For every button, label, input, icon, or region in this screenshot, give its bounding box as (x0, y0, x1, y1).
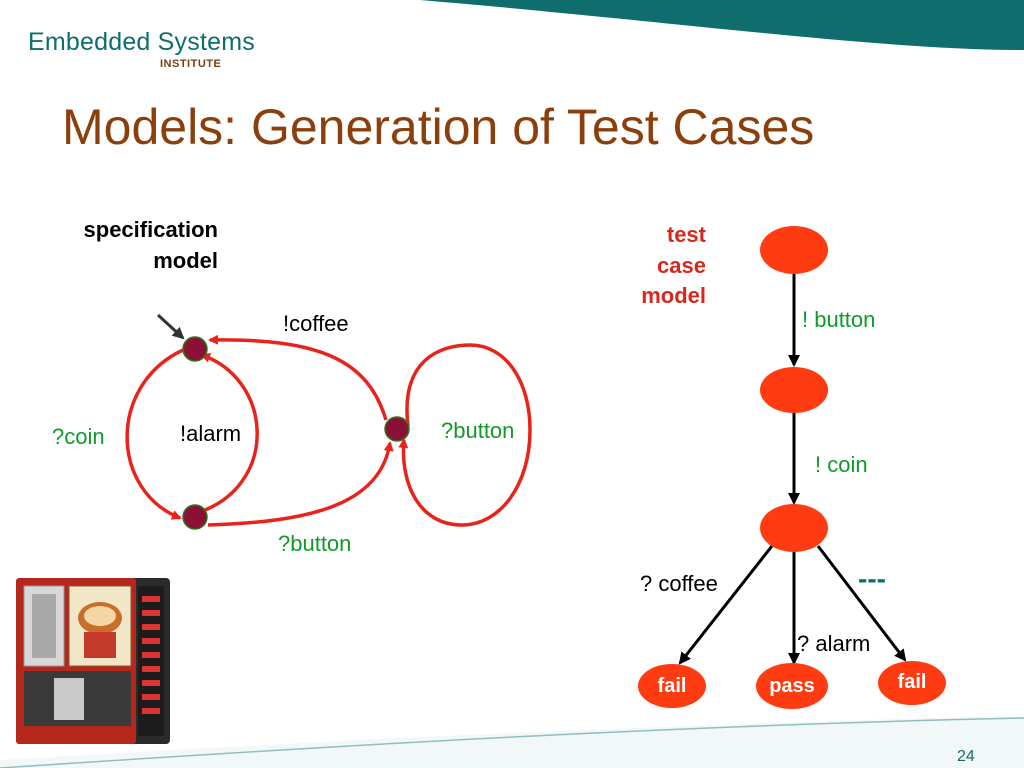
tc-node-start (760, 226, 828, 274)
footer-band (0, 716, 1024, 768)
tc-node-fail-left (638, 664, 706, 708)
label-button-bottom: ?button (278, 531, 352, 556)
slide-title: Models: Generation of Test Cases (62, 99, 815, 155)
tc-label-alarm: ? alarm (797, 631, 871, 656)
coin-transition (125, 348, 184, 520)
tc-label-button: ! button (802, 307, 876, 332)
verdict-fail-left: fail (657, 675, 687, 697)
verdict-fail-right: fail (897, 671, 927, 693)
spec-model-label: specification model (84, 214, 218, 276)
spec-state-right (384, 416, 410, 442)
label-button-loop: ?button (441, 418, 515, 443)
coffee-machine-image (16, 578, 170, 744)
tc-label-line3: model (641, 283, 706, 308)
verdict-pass: pass (769, 675, 815, 697)
tc-node-fail-right (878, 661, 946, 705)
tc-label-coffee: ? coffee (640, 571, 718, 596)
tc-edge-other (816, 545, 907, 662)
tc-label-coin: ! coin (815, 452, 868, 477)
tc-label-line1: test (666, 222, 706, 247)
label-coin: ?coin (52, 424, 105, 449)
coffee-transition (208, 334, 388, 421)
tc-edge-coffee (678, 545, 774, 665)
spec-state-bottom (182, 504, 208, 530)
test-case-model-label: test case model (641, 220, 706, 312)
tc-label-other: --- (858, 563, 886, 594)
logo-main: Embedded Systems (28, 28, 255, 56)
spec-label-line2: model (153, 248, 218, 273)
button-self-loop (398, 343, 532, 527)
button-transition (207, 441, 394, 527)
tc-node-2 (760, 367, 828, 413)
tc-node-3 (760, 504, 828, 552)
initial-state-arrow (156, 313, 185, 340)
label-coffee: !coffee (283, 311, 349, 336)
tc-label-line2: case (657, 252, 706, 278)
header-band (420, 0, 1024, 50)
spec-state-initial (182, 336, 208, 362)
page-number: 24 (957, 748, 975, 765)
spec-label-line1: specification (83, 217, 218, 242)
tc-node-pass (756, 663, 828, 709)
label-alarm: !alarm (180, 421, 242, 446)
alarm-transition (200, 352, 259, 512)
logo-sub: INSTITUTE (160, 58, 222, 70)
